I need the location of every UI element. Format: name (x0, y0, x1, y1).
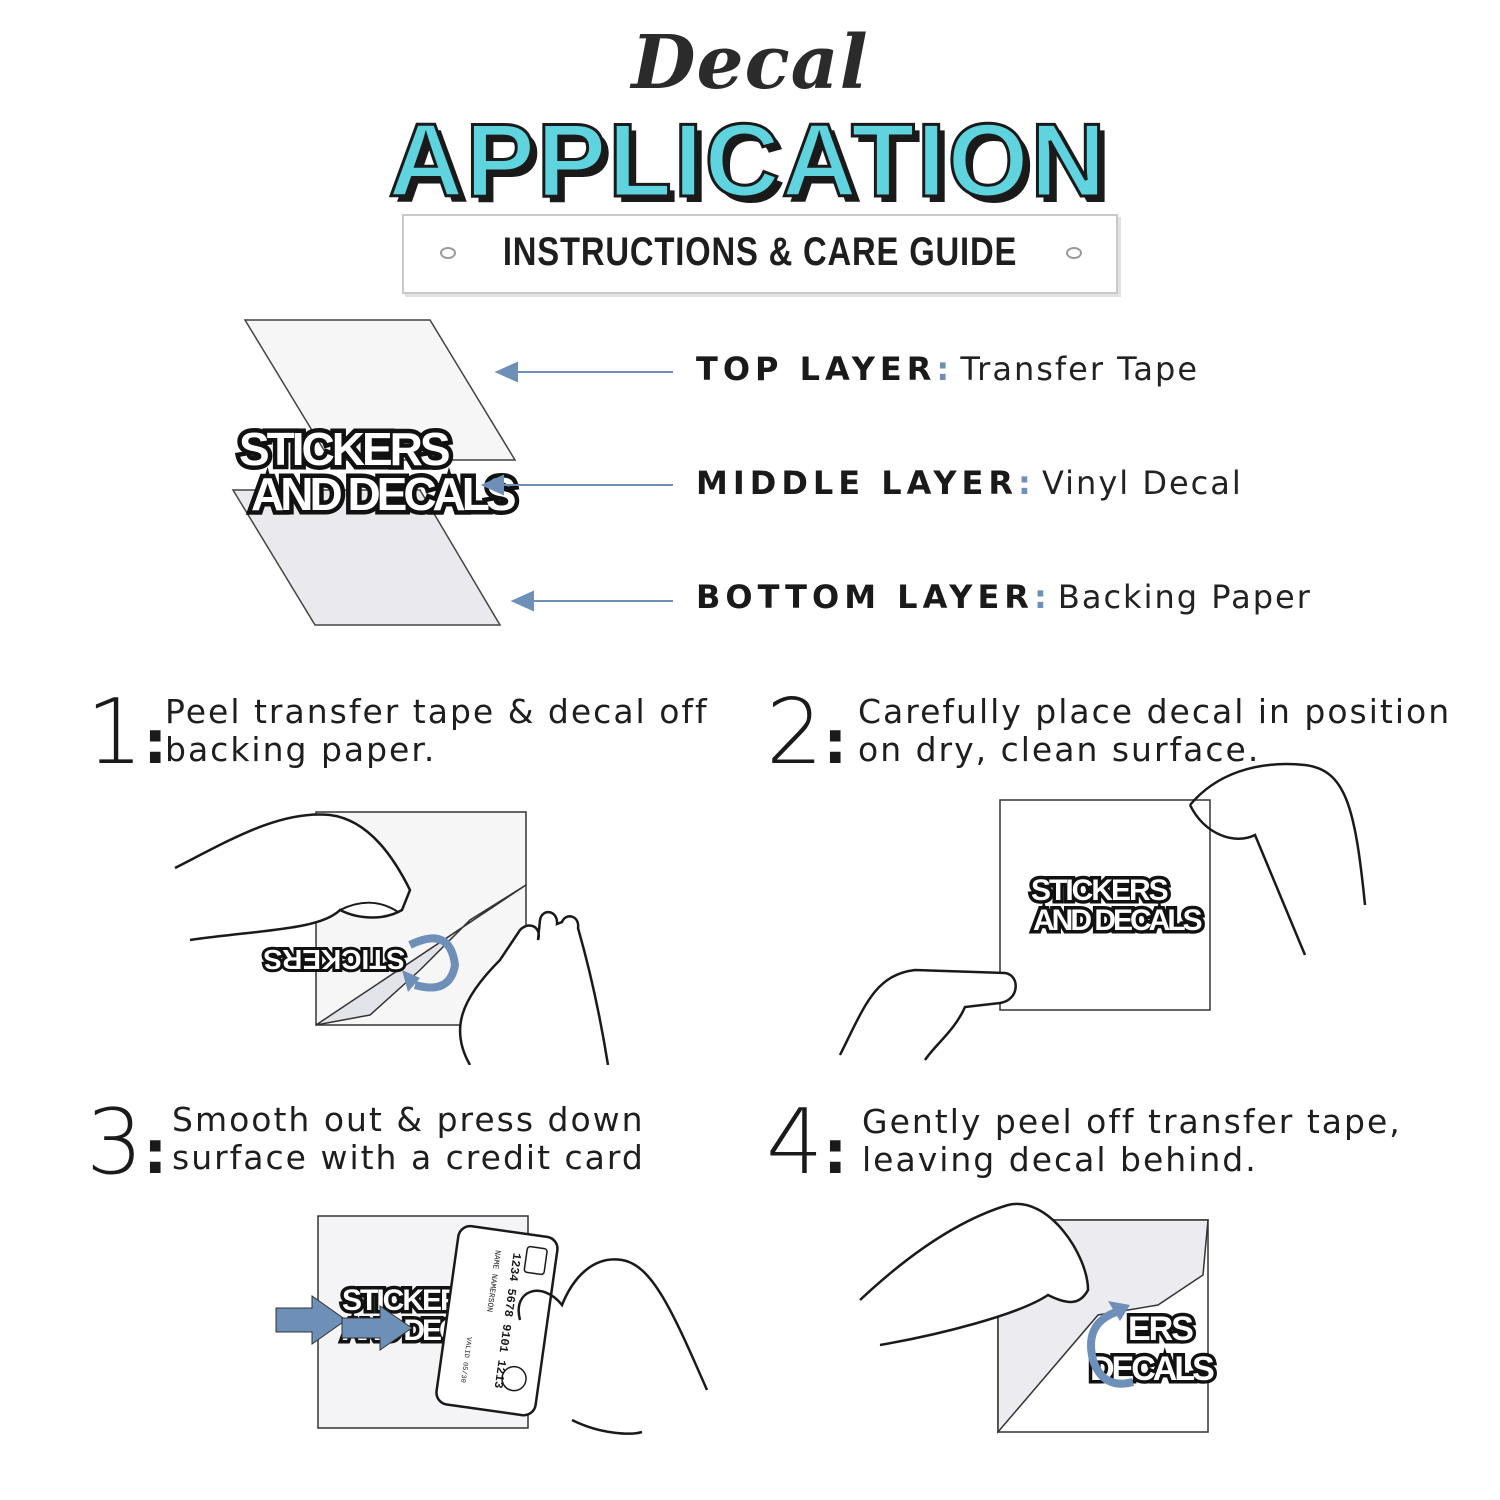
decal-fragment-2: DECALS (1090, 1350, 1214, 1388)
layer-label-top: TOP LAYER: Transfer Tape (696, 350, 1200, 388)
script-title: Decal (631, 20, 869, 106)
step-4-text: Gently peel off transfer tape, leaving d… (862, 1102, 1402, 1179)
backing-paper-sheet (231, 489, 502, 626)
hand-icon (859, 1202, 1090, 1347)
step-3-text: Smooth out & press down surface with a c… (172, 1100, 645, 1177)
main-title-text: APPLICATION (388, 110, 1107, 219)
card-chip-icon (523, 1245, 548, 1276)
step-2-text: Carefully place decal in position on dry… (858, 692, 1452, 769)
decal-line-1: STICKERS (239, 423, 449, 475)
step-2-illustration: STICKERS AND DECALS (838, 762, 1367, 1061)
step-1-number: 1: (86, 680, 168, 785)
vinyl-decal: STICKERS AND DECALS (235, 419, 524, 525)
curved-arrow-icon (1087, 1306, 1135, 1388)
guide-banner: INSTRUCTIONS & CARE GUIDE (402, 214, 1118, 294)
decal-line-2: AND DECALS (1033, 904, 1202, 937)
step-1-illustration: STICKERS (174, 811, 610, 1065)
layer-label-middle: MIDDLE LAYER: Vinyl Decal (696, 464, 1243, 502)
step-3-illustration: STICKERS AND DECALS 1234 5678 9101 1213 … (275, 1215, 709, 1435)
arrow-icon (480, 474, 504, 496)
rivet-icon (1066, 247, 1082, 259)
layers-diagram: STICKERS AND DECALS (231, 319, 673, 626)
hand-icon (838, 968, 1017, 1061)
decal-fragment-1: ERS (1128, 1310, 1193, 1348)
step-3-number: 3: (86, 1090, 168, 1195)
main-title: APPLICATION APPLICATION (387, 110, 1113, 220)
layer-label-bottom: BOTTOM LAYER: Backing Paper (696, 578, 1312, 616)
main-title-shadow: APPLICATION (394, 110, 1113, 220)
step-4-number: 4: (766, 1090, 848, 1195)
hand-icon (517, 1258, 709, 1435)
arrow-icon (494, 361, 518, 383)
decal-line-2: AND DECALS (251, 468, 515, 520)
hand-icon (174, 813, 412, 942)
banner-text: INSTRUCTIONS & CARE GUIDE (502, 230, 1018, 274)
curved-arrow-icon (408, 934, 460, 992)
arrow-icon (510, 590, 534, 612)
transfer-sheet (999, 799, 1211, 1011)
rivet-icon (440, 247, 456, 259)
arrow-right-icon (341, 1305, 413, 1351)
step-2-number: 2: (766, 680, 848, 785)
transfer-tape-sheet (243, 319, 517, 461)
compass-icon (501, 1365, 527, 1392)
decal-line-1: STICKERS (1031, 874, 1168, 907)
step-4-illustration: ERS DECALS (859, 1202, 1221, 1435)
hand-icon (1188, 762, 1367, 956)
decal-reversed: STICKERS (263, 944, 405, 975)
arrow-right-icon (275, 1295, 347, 1345)
arrow-head-icon (402, 970, 420, 992)
credit-card: 1234 5678 9101 1213 NAME NAMERSON VALID … (435, 1224, 559, 1417)
hand-icon (458, 911, 610, 1065)
arrow-head-icon (1108, 1301, 1130, 1321)
step-1-text: Peel transfer tape & decal off backing p… (165, 692, 709, 769)
